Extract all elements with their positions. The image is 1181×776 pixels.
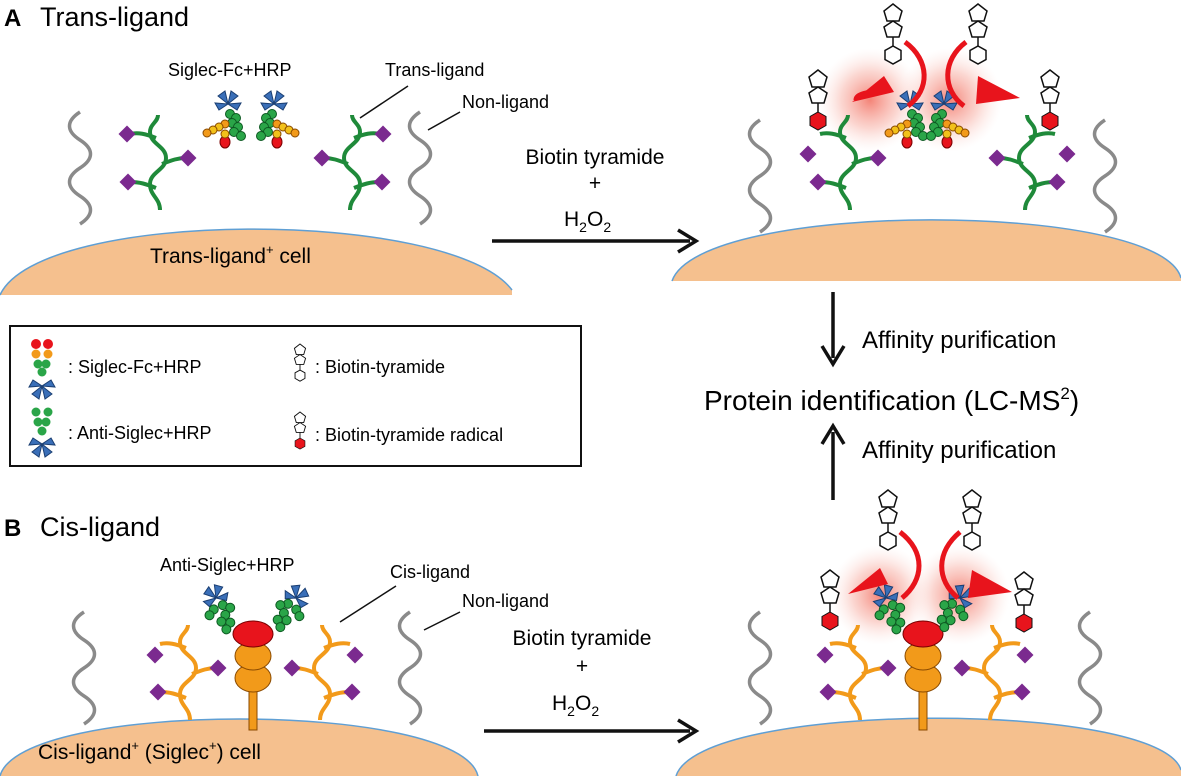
panel-a-result: [671, 3, 1181, 282]
panel-b-result: [675, 489, 1181, 776]
panel-b: B Cis-ligand Cis-ligand+ (Siglec+) cell: [0, 512, 700, 776]
trans-cell-label: Trans-ligand+ cell: [150, 242, 311, 268]
trans-cell-result: [672, 219, 1181, 281]
cis-cell-membrane: [0, 718, 479, 776]
nonligand-leader: [427, 111, 461, 131]
nonligand-wave: [397, 610, 423, 726]
probe-label: Siglec-Fc+HRP: [168, 60, 292, 80]
activation-arrowhead: [848, 568, 888, 594]
affinity-arrowhead-down: [820, 345, 846, 368]
trans-ligand-right: [988, 114, 1076, 211]
trans-cell-result-membrane: [671, 219, 1181, 282]
activation-arrowhead: [968, 570, 1012, 598]
biotin-tyramide: [962, 489, 982, 551]
nonligand-label: Non-ligand: [462, 92, 549, 112]
cis-ligand-left: [816, 624, 897, 721]
siglec-fc-probe: [203, 91, 246, 148]
trans-ligand-leader: [359, 85, 409, 119]
probe-label: Anti-Siglec+HRP: [160, 555, 295, 575]
cis-ligand-left: [146, 624, 227, 721]
cis-ligand-right: [953, 624, 1034, 721]
nonligand-wave: [1077, 610, 1103, 726]
panel-a-title: Trans-ligand: [40, 2, 189, 32]
biotin-tyramide-radical: [820, 569, 840, 631]
biotin-tyramide: [968, 3, 988, 65]
reaction-h2o2: H2O2: [552, 692, 599, 719]
reaction-h2o2: H2O2: [564, 208, 611, 235]
legend-biotin-radical: : Biotin-tyramide radical: [315, 425, 503, 445]
reaction-arrowhead-b: [677, 718, 700, 744]
affinity-arrowhead-up: [820, 422, 846, 445]
cis-ligand-right: [283, 624, 364, 721]
panel-a-letter: A: [4, 5, 21, 32]
reaction-arrowhead-a: [677, 228, 700, 254]
affinity-bottom: Affinity purification: [862, 437, 1056, 464]
activation-arrowhead: [976, 76, 1020, 104]
nonligand-wave: [747, 610, 773, 726]
legend-anti-siglec: : Anti-Siglec+HRP: [68, 423, 212, 443]
reaction-plus: +: [589, 172, 601, 195]
biotin-tyramide-radical: [1040, 69, 1060, 131]
affinity-top: Affinity purification: [862, 327, 1056, 354]
nonligand-wave: [407, 110, 433, 226]
legend-biotin-tyramide: : Biotin-tyramide: [315, 357, 445, 377]
nonligand-wave: [67, 110, 93, 226]
siglec-fc-probe: [257, 91, 300, 148]
legend-anti-siglec-icon: [28, 407, 56, 458]
legend-biotin-icon: [293, 343, 307, 382]
biotin-tyramide: [878, 489, 898, 551]
trans-ligand-left: [799, 114, 887, 211]
cis-cell: [0, 719, 478, 776]
trans-cell: [0, 229, 512, 295]
panel-b-letter: B: [4, 515, 21, 542]
reaction-biotin: Biotin tyramide: [513, 627, 652, 650]
reaction-plus: +: [576, 655, 588, 678]
trans-ligand-label: Trans-ligand: [385, 60, 484, 80]
siglec-receptor: [902, 620, 944, 731]
activation-arrow: [853, 87, 891, 101]
biotin-tyramide-radical: [1014, 571, 1034, 633]
cis-cell-result-membrane: [675, 717, 1181, 776]
nonligand-label: Non-ligand: [462, 591, 549, 611]
biotin-tyramide: [883, 3, 903, 65]
trans-ligand-left: [118, 114, 197, 211]
purification-flow: Affinity purification Protein identifica…: [704, 292, 1079, 500]
biotin-tyramide-radical: [808, 69, 828, 131]
legend-siglec-fc: : Siglec-Fc+HRP: [68, 357, 202, 377]
trans-cell-membrane: [0, 228, 513, 296]
nonligand-wave: [747, 118, 773, 234]
activation-arrow: [939, 530, 962, 600]
protein-identification: Protein identification (LC-MS2): [704, 384, 1079, 416]
panel-a: A Trans-ligand Trans-ligand+ cell: [0, 2, 700, 296]
cis-ligand-label: Cis-ligand: [390, 562, 470, 582]
panel-b-title: Cis-ligand: [40, 512, 160, 542]
legend-radical-icon: [293, 411, 307, 450]
cis-cell-result: [676, 718, 1181, 776]
reaction-biotin: Biotin tyramide: [526, 146, 665, 169]
legend-siglec-fc-icon: [28, 339, 56, 400]
legend: : Siglec-Fc+HRP : Anti-Siglec+HRP : Biot…: [9, 325, 582, 467]
nonligand-wave: [1092, 118, 1118, 234]
siglec-receptor: [232, 620, 274, 731]
activation-arrow: [898, 530, 922, 600]
cis-cell-label: Cis-ligand+ (Siglec+) cell: [38, 738, 261, 764]
nonligand-wave: [71, 610, 97, 726]
nonligand-leader: [423, 611, 461, 631]
activation-arrow: [945, 40, 968, 109]
trans-ligand-right: [313, 114, 392, 211]
activation-arrow: [903, 39, 927, 109]
cis-ligand-leader: [339, 585, 397, 623]
